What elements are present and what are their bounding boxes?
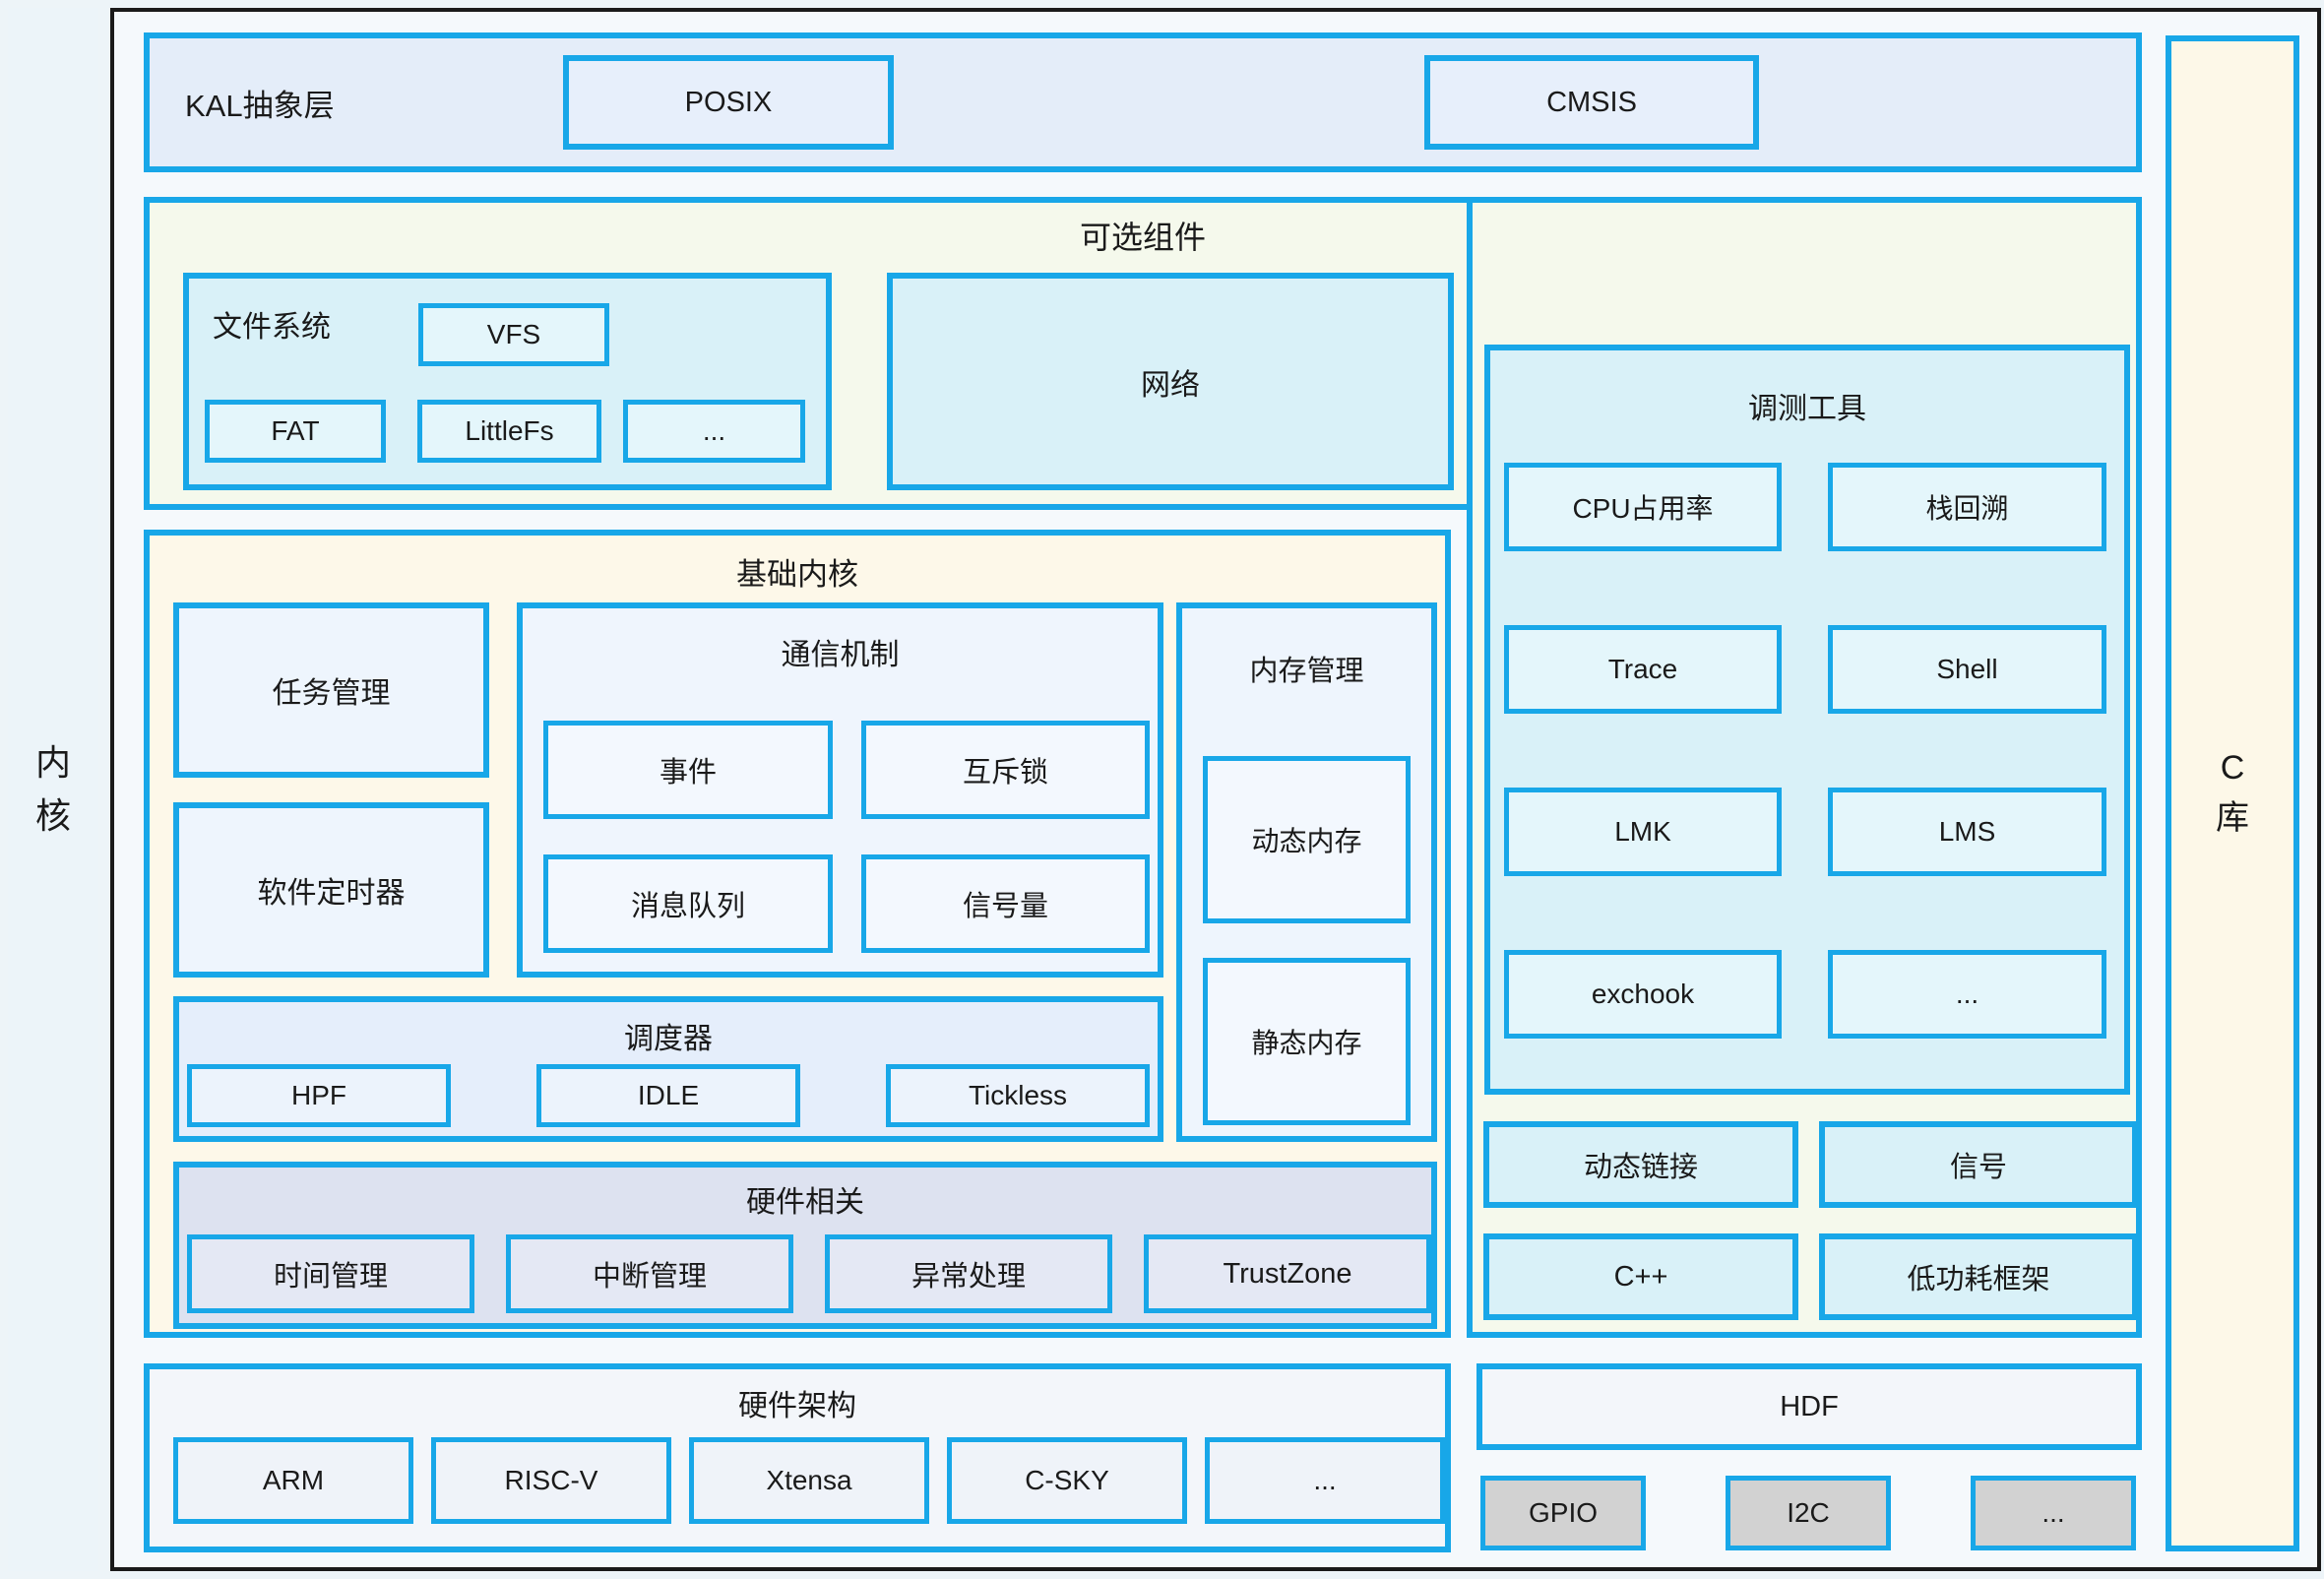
box-gpio: GPIO <box>1480 1476 1646 1550</box>
box-cmsis: CMSIS <box>1424 55 1759 150</box>
box-signal: 信号 <box>1819 1121 2138 1208</box>
box-dynamic-memory: 动态内存 <box>1203 756 1411 923</box>
box-cpp: C++ <box>1483 1233 1798 1320</box>
box-littlefs: LittleFs <box>417 400 601 463</box>
optional-components-title: 可选组件 <box>1079 220 1206 255</box>
box-task-mgmt: 任务管理 <box>173 602 489 778</box>
hw-arch-title: 硬件架构 <box>738 1390 856 1422</box>
box-arm: ARM <box>173 1437 413 1524</box>
box-lms: LMS <box>1828 788 2106 876</box>
box-arch-more: ... <box>1205 1437 1445 1524</box>
network-box: 网络 <box>887 273 1454 490</box>
box-semaphore: 信号量 <box>861 854 1150 953</box>
basic-kernel-title: 基础内核 <box>736 557 858 592</box>
filesystem-title: 文件系统 <box>213 311 331 344</box>
box-mutex: 互斥锁 <box>861 721 1150 819</box>
box-sw-timer: 软件定时器 <box>173 802 489 978</box>
box-lmk: LMK <box>1504 788 1782 876</box>
box-dynamic-link: 动态链接 <box>1483 1121 1798 1208</box>
box-i2c: I2C <box>1726 1476 1891 1550</box>
debug-tools-title: 调测工具 <box>1748 393 1866 425</box>
kernel-side-strip: 内核 <box>8 8 98 1571</box>
box-trace: Trace <box>1504 625 1782 714</box>
memory-mgmt-title: 内存管理 <box>1249 656 1364 687</box>
box-csky: C-SKY <box>947 1437 1187 1524</box>
box-cpu-usage: CPU占用率 <box>1504 463 1782 551</box>
box-stack-backtrace: 栈回溯 <box>1828 463 2106 551</box>
box-interrupt-mgmt: 中断管理 <box>506 1234 793 1313</box>
kal-layer: KAL抽象层 <box>144 32 2142 172</box>
box-shell: Shell <box>1828 625 2106 714</box>
box-posix: POSIX <box>563 55 894 150</box>
box-idle: IDLE <box>536 1064 800 1127</box>
box-event: 事件 <box>543 721 833 819</box>
box-tickless: Tickless <box>886 1064 1150 1127</box>
hdf-box: HDF <box>1476 1363 2142 1450</box>
clib-label: C库 <box>2216 749 2249 837</box>
scheduler-title: 调度器 <box>624 1023 713 1055</box>
box-riscv: RISC-V <box>431 1437 671 1524</box>
box-fat: FAT <box>205 400 386 463</box>
box-hdf-more: ... <box>1971 1476 2136 1550</box>
box-debug-more: ... <box>1828 950 2106 1039</box>
box-trustzone: TrustZone <box>1144 1234 1431 1313</box>
kernel-side-label: 内核 <box>34 742 71 836</box>
box-vfs: VFS <box>418 303 609 366</box>
box-exception-handling: 异常处理 <box>825 1234 1112 1313</box>
hardware-related-title: 硬件相关 <box>746 1186 864 1219</box>
box-msg-queue: 消息队列 <box>543 854 833 953</box>
ipc-title: 通信机制 <box>781 639 900 671</box>
box-low-power: 低功耗框架 <box>1819 1233 2138 1320</box>
box-fs-more: ... <box>623 400 805 463</box>
box-xtensa: Xtensa <box>689 1437 929 1524</box>
box-static-memory: 静态内存 <box>1203 958 1411 1125</box>
box-hpf: HPF <box>187 1064 451 1127</box>
kal-label: KAL抽象层 <box>185 88 335 123</box>
clib-column: C库 <box>2166 35 2299 1551</box>
box-time-mgmt: 时间管理 <box>187 1234 474 1313</box>
box-exchook: exchook <box>1504 950 1782 1039</box>
